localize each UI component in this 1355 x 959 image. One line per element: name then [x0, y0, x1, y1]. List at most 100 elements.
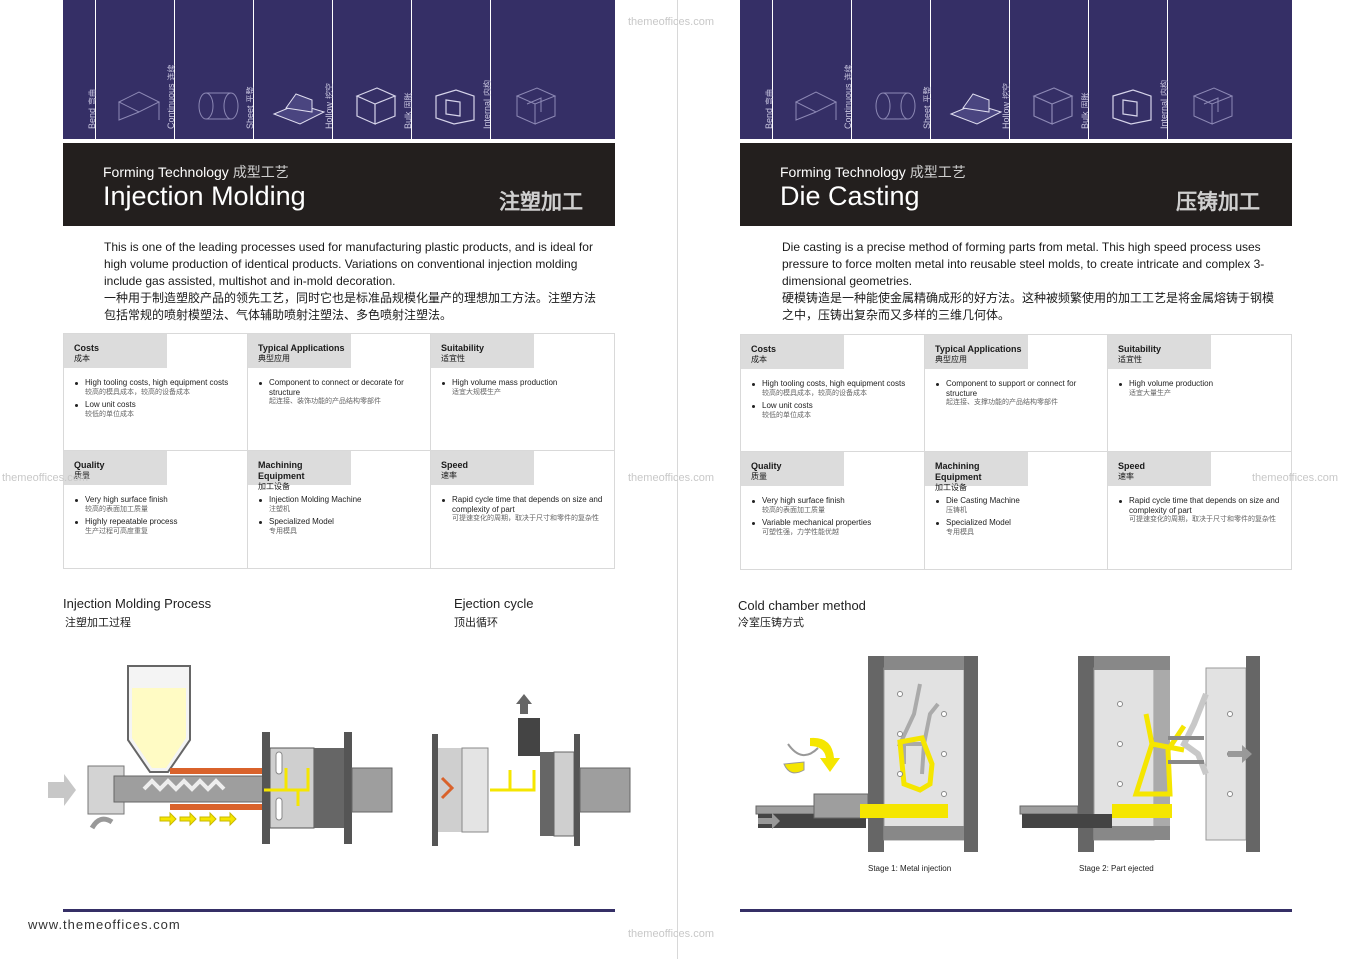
- watermark: themeoffices.com: [2, 472, 89, 484]
- arrow-right-icon: [758, 813, 780, 829]
- title-small-zh: 成型工艺: [909, 164, 966, 180]
- bulk-icon: [435, 89, 475, 125]
- page-title-zh: 注塑加工: [499, 191, 583, 214]
- stage2-diagram: [1019, 656, 1260, 852]
- watermark: themeoffices.com: [628, 928, 715, 940]
- internal-icon: [1192, 87, 1234, 125]
- page-title: Die Casting: [780, 181, 920, 211]
- section-title-cold-chamber: Cold chamber method: [738, 598, 866, 613]
- watermark: themeoffices.com: [628, 16, 715, 28]
- band-cell-internal: Internal内构: [482, 0, 615, 139]
- list-item: High tooling costs, high equipment costs…: [75, 378, 241, 397]
- list-item: Component to connect or decorate for str…: [259, 378, 424, 407]
- watermark: themeoffices.com: [1252, 472, 1339, 484]
- left-page: Bend弯曲 Continuous连续 Sheet平整 Hollow挖空 Bul…: [28, 0, 631, 932]
- arrow-in-icon: [48, 774, 76, 806]
- stage1-diagram: [755, 656, 978, 852]
- hollow-icon: [355, 87, 397, 125]
- page-title-zh: 压铸加工: [1176, 191, 1260, 214]
- hollow-icon: [1032, 87, 1074, 125]
- intro: Die casting is a precise method of formi…: [782, 239, 1274, 324]
- caption-stage2: Stage 2: Part ejected: [1079, 864, 1154, 873]
- right-page: Bend弯曲 Continuous连续 Sheet平整 Hollow挖空 Bul…: [678, 0, 1355, 959]
- arrow-right-icon: [1228, 745, 1252, 763]
- continuous-icon: [875, 92, 916, 120]
- intro-zh: 硬模铸造是一种能使金属精确成形的好方法。这种被频繁使用的加工工艺是将金属熔铸于钢…: [782, 291, 1275, 322]
- band-cell-hollow: Hollow挖空: [1001, 0, 1088, 139]
- sheet-icon: [272, 93, 326, 125]
- ejection-cycle-diagram: [432, 694, 631, 846]
- section-title-ejection-zh: 顶出循环: [454, 617, 498, 629]
- band-cell-hollow: Hollow挖空: [324, 0, 411, 139]
- band-cell-bulk: Bulk固胀: [403, 0, 490, 139]
- band-cell-bend: Bend弯曲: [87, 0, 174, 139]
- section-title-process-zh: 注塑加工过程: [65, 617, 131, 629]
- intro: This is one of the leading processes use…: [104, 239, 596, 324]
- bulk-icon: [1112, 89, 1152, 125]
- intro-en: Die casting is a precise method of formi…: [782, 240, 1265, 288]
- bend-icon: [794, 91, 838, 121]
- list-item: Rapid cycle time that depends on size an…: [1119, 496, 1285, 525]
- watermark: themeoffices.com: [628, 472, 715, 484]
- section-title-process: Injection Molding Process: [63, 596, 212, 611]
- band-cell-internal: Internal内构: [1159, 0, 1292, 139]
- title-small: Forming Technology: [103, 164, 229, 180]
- title-small-zh: 成型工艺: [232, 164, 289, 180]
- band-cell-continuous: Continuous连续: [843, 0, 930, 139]
- list-item: High tooling costs, high equipment costs…: [752, 379, 918, 398]
- section-title-cold-chamber-zh: 冷室压铸方式: [738, 617, 804, 629]
- page-title: Injection Molding: [103, 181, 306, 211]
- forming-band: Bend弯曲 Continuous连续 Sheet平整 Hollow挖空 Bul…: [63, 0, 615, 139]
- band-cell-bulk: Bulk固胀: [1080, 0, 1167, 139]
- intro-zh: 一种用于制造塑胶产品的领先工艺，同时它也是标准品规模化量产的理想加工方法。注塑方…: [104, 291, 597, 322]
- band-cell-continuous: Continuous连续: [166, 0, 253, 139]
- pour-arrow-icon: [810, 737, 840, 772]
- continuous-icon: [198, 92, 239, 120]
- injection-process-diagram: [48, 665, 393, 844]
- caption-stage1: Stage 1: Metal injection: [868, 864, 952, 873]
- list-item: Component to support or connect for stru…: [936, 379, 1101, 408]
- footer-rule: [63, 909, 615, 912]
- bend-icon: [117, 91, 161, 121]
- section-title-ejection: Ejection cycle: [454, 596, 534, 611]
- page-divider: [677, 0, 678, 959]
- footer-url: www.themeoffices.com: [28, 917, 181, 932]
- list-item: Rapid cycle time that depends on size an…: [442, 495, 608, 524]
- intro-en: This is one of the leading processes use…: [104, 240, 593, 288]
- sheet-icon: [949, 93, 1003, 125]
- arrow-up-icon: [516, 694, 532, 714]
- band-cell-sheet: Sheet平整: [922, 0, 1009, 139]
- internal-icon: [515, 87, 557, 125]
- footer-rule: [740, 909, 1292, 912]
- forming-band: Bend弯曲 Continuous连续 Sheet平整 Hollow挖空 Bul…: [740, 0, 1292, 139]
- band-cell-bend: Bend弯曲: [764, 0, 851, 139]
- title-small: Forming Technology: [780, 164, 906, 180]
- band-cell-sheet: Sheet平整: [245, 0, 332, 139]
- rotate-icon: [89, 816, 114, 830]
